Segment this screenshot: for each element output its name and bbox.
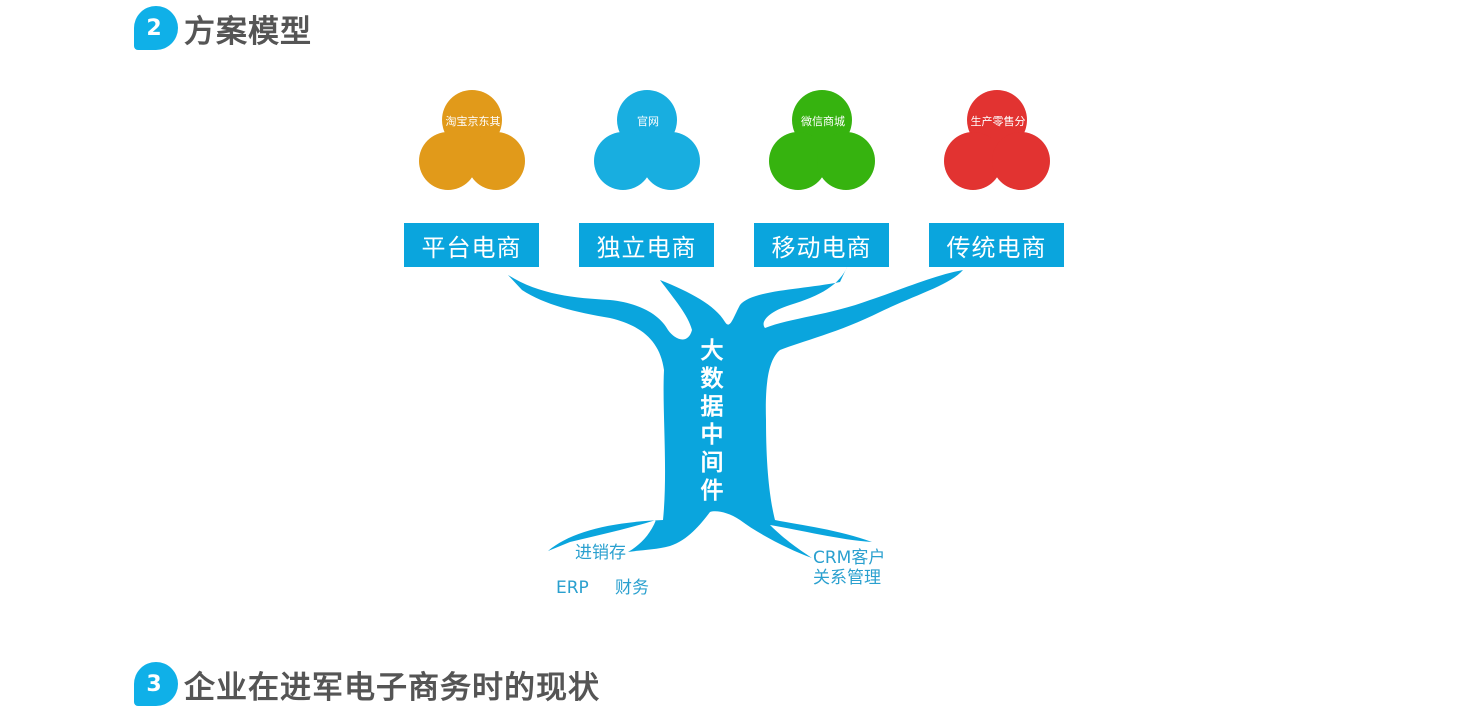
- branch-platform-ecommerce: 平台电商: [404, 223, 539, 267]
- tree-trunk: [508, 265, 963, 558]
- cluster-circle: [992, 132, 1050, 190]
- cluster-circle: [642, 132, 700, 190]
- cluster-traditional: 生产零售分: [944, 90, 1052, 194]
- root-label-finance: 财务: [615, 578, 649, 598]
- cluster-label: 微信商城: [801, 115, 845, 128]
- root-label-jxc: 进销存: [575, 543, 626, 563]
- root-label-erp: ERP: [556, 578, 589, 598]
- root-label-crm-1: CRM客户: [813, 548, 886, 568]
- section-number-badge: 2: [134, 6, 178, 50]
- trunk-label: 大数据中间件: [700, 338, 724, 504]
- root-label-crm-2: 关系管理: [813, 568, 881, 588]
- cluster-circle: [467, 132, 525, 190]
- section-title: 企业在进军电子商务时的现状: [184, 669, 600, 706]
- cluster-independent: 官网: [594, 90, 702, 194]
- section-title: 方案模型: [184, 13, 312, 50]
- section-header-2: 2 方案模型: [134, 6, 312, 50]
- section-header-3: 3 企业在进军电子商务时的现状: [134, 662, 600, 706]
- branch-mobile-ecommerce: 移动电商: [754, 223, 889, 267]
- section-number-badge: 3: [134, 662, 178, 706]
- cluster-platform: 淘宝京东其: [419, 90, 527, 194]
- branch-traditional-ecommerce: 传统电商: [929, 223, 1064, 267]
- cluster-circle: [817, 132, 875, 190]
- cluster-label: 生产零售分: [970, 115, 1026, 128]
- tree-diagram: [508, 265, 963, 558]
- branch-independent-ecommerce: 独立电商: [579, 223, 714, 267]
- cluster-label: 淘宝京东其: [445, 115, 501, 128]
- cluster-mobile: 微信商城: [769, 90, 877, 194]
- cluster-label: 官网: [637, 115, 659, 128]
